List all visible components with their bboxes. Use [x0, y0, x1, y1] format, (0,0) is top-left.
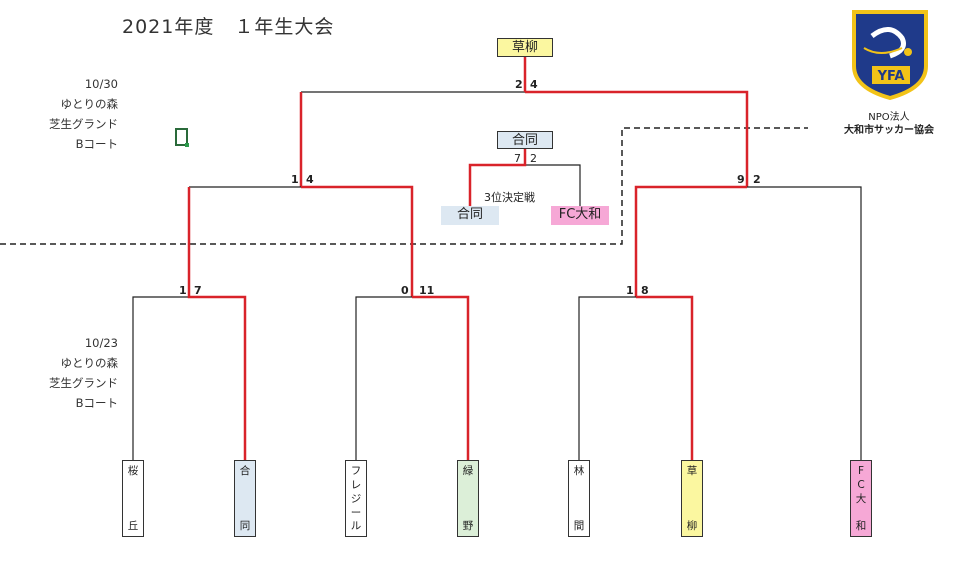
team-char: 合 [239, 465, 251, 477]
yfa-shield-icon: YFA [852, 10, 928, 101]
third-place-left-team: 合同 [441, 206, 499, 225]
third-place-black [525, 164, 581, 206]
semi-right-win [634, 185, 747, 297]
final-win-line-2 [525, 90, 749, 187]
legend-square-icon [175, 128, 189, 147]
yfa-logo: YFA [850, 8, 930, 101]
team-box: 林間 [568, 460, 590, 537]
third-place-winner-box: 合同 [497, 131, 553, 149]
team-name-bottom: 同 [239, 520, 251, 532]
team-name-bottom: 間 [573, 520, 585, 532]
qf2-black [355, 296, 412, 460]
team-box: フレジール [345, 460, 367, 537]
team-name-bottom: 丘 [127, 520, 139, 532]
qf3-score-right: 8 [641, 284, 649, 297]
team-name-bottom: ル [350, 520, 362, 532]
first-round-venue: ゆとりの森 [60, 356, 119, 370]
team-name-top: フレジー [346, 464, 366, 520]
team-box: 緑野 [457, 460, 479, 537]
qf2-win [412, 295, 470, 460]
qf3-black [578, 296, 636, 460]
first-round-court: Bコート [75, 396, 118, 410]
final-court: Bコート [75, 137, 118, 151]
final-score-right: 4 [530, 78, 538, 91]
team-name-top: 緑 [458, 464, 478, 478]
dashed-divider [0, 127, 808, 245]
third-place-label: 3位決定戦 [484, 191, 535, 204]
semi-left-score-left: 1 [291, 173, 299, 186]
third-place-right-team: FC大和 [551, 206, 609, 225]
team-char: ジ [350, 493, 362, 505]
team-char: フ [350, 465, 362, 477]
qf1-score-right: 7 [194, 284, 202, 297]
team-char: ー [350, 507, 362, 519]
team-char: C [857, 479, 865, 491]
first-round-date: 10/23 [84, 336, 118, 350]
team-name-bottom: 野 [462, 520, 474, 532]
team-name-bottom: 和 [855, 520, 867, 532]
team-char: 草 [686, 465, 698, 477]
final-ground: 芝生グランド [49, 117, 118, 131]
final-date: 10/30 [84, 77, 118, 91]
semi-right-black [747, 186, 862, 460]
team-name-top: 合 [235, 464, 255, 478]
qf1-score-left: 1 [179, 284, 187, 297]
qf1-black [132, 296, 189, 460]
team-char: 林 [573, 465, 585, 477]
qf3-win [636, 295, 694, 460]
third-place-score-left: 7 [514, 152, 521, 165]
team-box: 合同 [234, 460, 256, 537]
final-schedule-info: 10/30 ゆとりの森 芝生グランド Bコート [40, 74, 118, 154]
logo-text: YFA [877, 69, 905, 84]
third-place-win [468, 148, 527, 206]
team-char: 桜 [127, 465, 139, 477]
qf2-score-left: 0 [401, 284, 409, 297]
semi-right-score-left: 9 [737, 173, 745, 186]
org-line2: 大和市サッカー協会 [844, 125, 934, 136]
org-caption: NPO法人 大和市サッカー協会 [832, 111, 946, 137]
qf3-score-left: 1 [626, 284, 634, 297]
org-line1: NPO法人 [868, 112, 910, 123]
semi-left-win [301, 185, 414, 297]
team-name-top: 林 [569, 464, 589, 478]
team-char: 大 [855, 493, 867, 505]
qf2-score-right: 11 [419, 284, 435, 297]
final-venue: ゆとりの森 [60, 97, 119, 111]
champion-box: 草柳 [497, 38, 553, 57]
team-box: 草柳 [681, 460, 703, 537]
final-score-left: 2 [515, 78, 523, 91]
team-name-top: 桜 [123, 464, 143, 478]
team-char: F [857, 465, 865, 477]
team-box: 桜丘 [122, 460, 144, 537]
first-round-schedule-info: 10/23 ゆとりの森 芝生グランド Bコート [40, 333, 118, 413]
semi-left-score-right: 4 [306, 173, 314, 186]
third-place-score-right: 2 [530, 152, 537, 165]
semi-right-score-right: 2 [753, 173, 761, 186]
first-round-ground: 芝生グランド [49, 376, 118, 390]
page-title: 2021年度 １年生大会 [122, 16, 335, 38]
team-name-bottom: 柳 [686, 520, 698, 532]
qf1-win [187, 187, 247, 460]
team-char: 緑 [462, 465, 474, 477]
team-name-top: 草 [682, 464, 702, 478]
team-char: レ [350, 479, 362, 491]
